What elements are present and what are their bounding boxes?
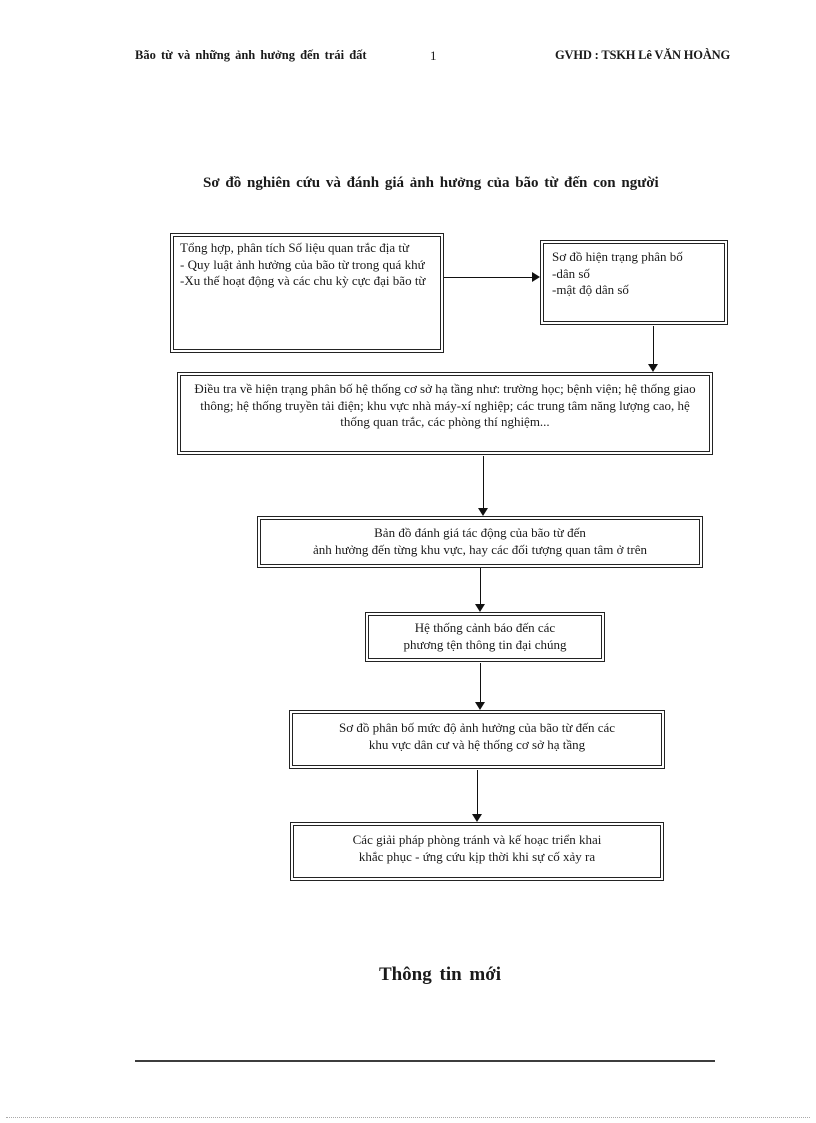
arrow-down-icon xyxy=(648,326,658,372)
flow-box-infrastructure-survey: Điều tra về hiện trạng phân bố hệ thống … xyxy=(177,372,713,455)
flow-box-line: -dân số xyxy=(552,265,590,281)
flow-box-line: khắc phục - ứng cứu kịp thời khi sự cố x… xyxy=(358,848,596,864)
flow-box-impact-level-map: Sơ đồ phân bố mức độ ảnh hưởng của bão t… xyxy=(289,710,665,769)
flow-box-line: Tổng hợp, phân tích Số liệu quan trắc đị… xyxy=(180,240,410,255)
flow-box-data-synthesis: Tổng hợp, phân tích Số liệu quan trắc đị… xyxy=(170,233,444,353)
arrow-right-icon xyxy=(444,272,540,282)
header-advisor: GVHD : TSKH Lê VĂN HOÀNG xyxy=(555,48,730,62)
flow-box-line: khu vực dân cư và hệ thống cơ sở hạ tầng xyxy=(368,736,586,752)
page-number: 1 xyxy=(430,48,437,63)
flow-box-line: -Xu thế hoạt động và các chu kỳ cực đại … xyxy=(180,273,426,289)
section-heading: Thông tin mới xyxy=(378,964,502,985)
diagram-title: Sơ đồ nghiên cứu và đánh giá ảnh hưởng c… xyxy=(203,175,659,191)
arrow-down-icon xyxy=(475,663,485,710)
horizontal-rule xyxy=(135,1060,715,1062)
flow-box-line: Hệ thống cảnh báo đến các xyxy=(414,620,556,635)
header-document-title: Bão từ và những ảnh hưởng đến trái đất xyxy=(135,48,367,62)
flow-box-solutions: Các giải pháp phòng tránh và kế hoạc tri… xyxy=(290,822,664,881)
flow-box-population-distribution: Sơ đồ hiện trạng phân bố -dân số -mật độ… xyxy=(540,240,728,325)
flow-box-line: ảnh hưởng đến từng khu vực, hay các đối … xyxy=(312,541,647,557)
flow-box-line: Sơ đồ hiện trạng phân bố xyxy=(552,249,683,264)
flow-box-impact-assessment-map: Bản đồ đánh giá tác động của bão từ đến … xyxy=(257,516,703,568)
flow-box-line: phương tện thông tin đại chúng xyxy=(403,636,567,652)
flow-box-warning-system: Hệ thống cảnh báo đến các phương tện thô… xyxy=(365,612,605,662)
flow-box-line: Các giải pháp phòng tránh và kế hoạc tri… xyxy=(352,832,602,847)
arrow-down-icon xyxy=(475,568,485,612)
arrow-down-icon xyxy=(478,456,488,516)
flow-box-line: Bản đồ đánh giá tác động của bão từ đến xyxy=(374,525,586,540)
flow-box-line: Điều tra về hiện trạng phân bố hệ thống … xyxy=(194,381,696,430)
flow-box-line: -mật độ dân số xyxy=(552,282,629,298)
arrow-down-icon xyxy=(472,770,482,822)
page-bottom-dotted-rule xyxy=(6,1117,810,1118)
flow-box-line: - Quy luật ảnh hưởng của bão từ trong qu… xyxy=(180,256,425,272)
flow-box-line: Sơ đồ phân bố mức độ ảnh hưởng của bão t… xyxy=(338,720,616,735)
